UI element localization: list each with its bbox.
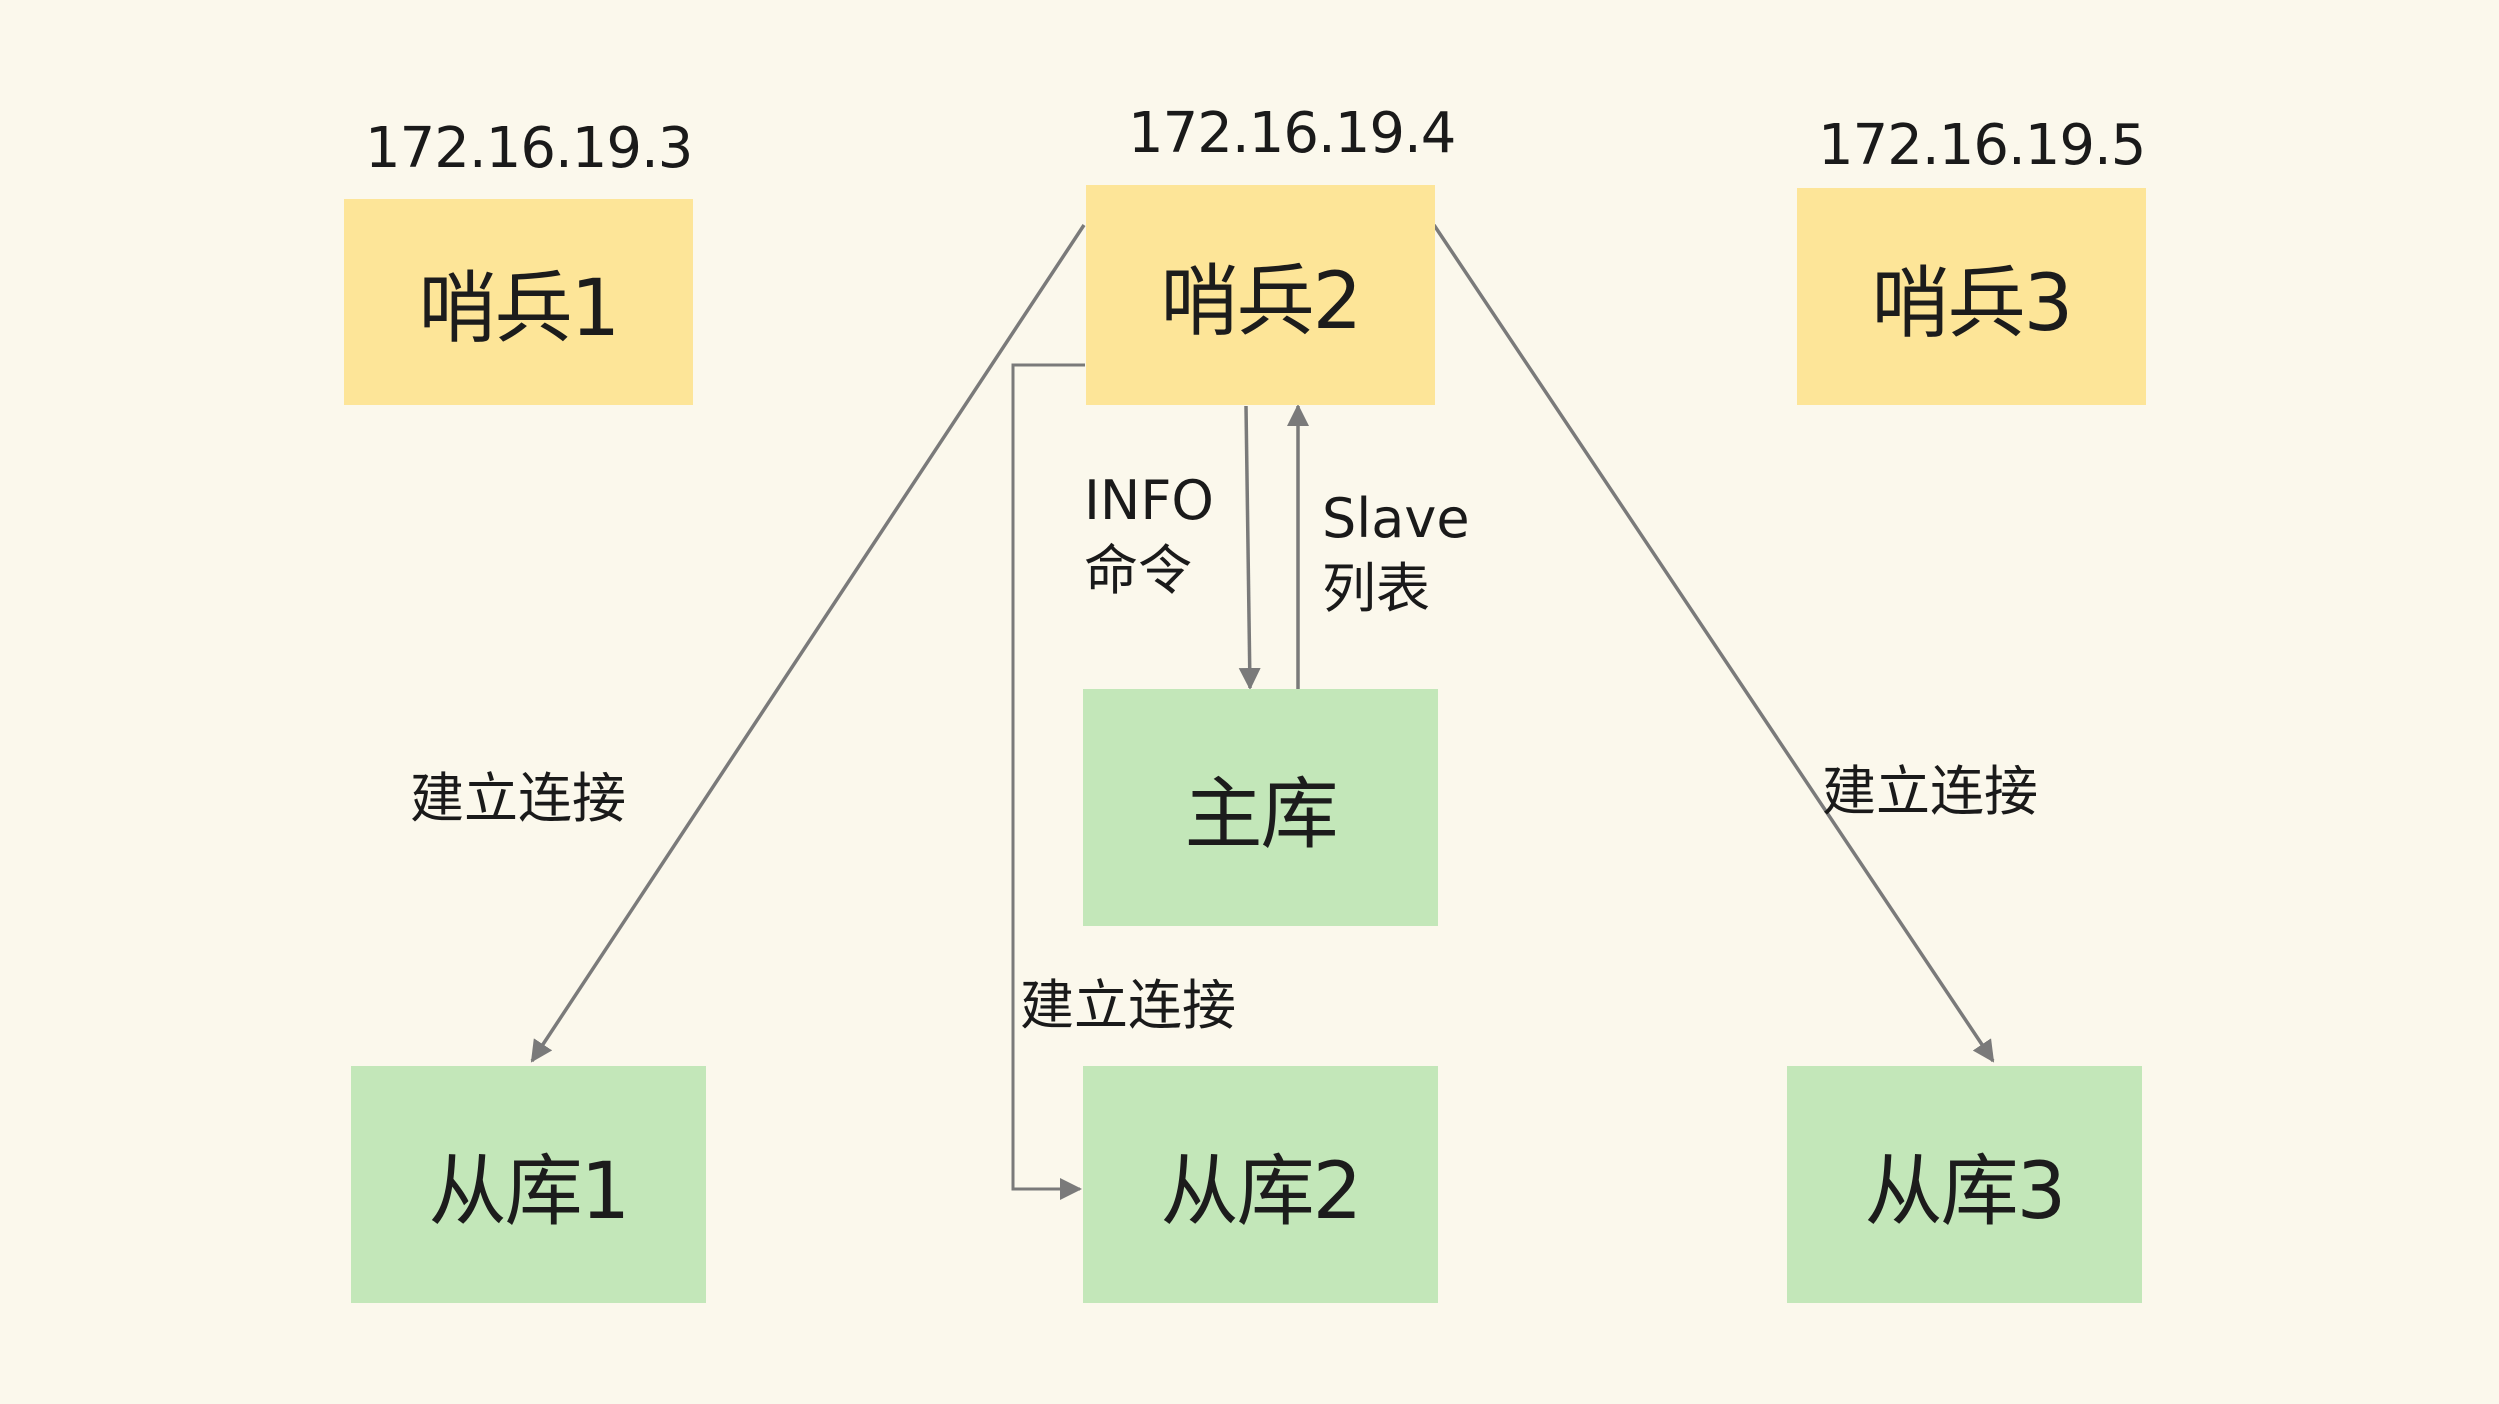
sentinel1-ip: 172.16.19.3 <box>365 116 693 181</box>
sentinel2-label: 哨兵2 <box>1160 257 1363 347</box>
sentinel1-node[interactable]: 哨兵1 <box>344 199 693 405</box>
edge-sentinel2-replica2 <box>1011 363 1085 1200</box>
info-command-line1: INFO <box>1084 469 1214 532</box>
slave-list-line1: Slave <box>1322 487 1470 550</box>
edge-info-command <box>1238 405 1261 690</box>
edge-sentinel2-replica3 <box>1432 224 1995 1063</box>
edge-sentinel2-replica1 <box>530 224 1086 1063</box>
master-node[interactable]: 主库 <box>1083 689 1438 926</box>
slave-list-label: Slave 列表 <box>1322 484 1470 624</box>
info-command-line2: 命令 <box>1084 539 1192 602</box>
sentinel3-node[interactable]: 哨兵3 <box>1797 188 2146 405</box>
sentinel2-ip: 172.16.19.4 <box>1128 101 1456 166</box>
connect-right-label: 建立连接 <box>1822 760 2038 823</box>
replica3-node[interactable]: 从库3 <box>1787 1066 2142 1303</box>
info-command-label: INFO 命令 <box>1084 466 1214 606</box>
replica2-label: 从库2 <box>1160 1146 1363 1237</box>
sentinel1-label: 哨兵1 <box>418 264 621 354</box>
replica1-node[interactable]: 从库1 <box>351 1066 706 1303</box>
connect-left-label: 建立连接 <box>410 767 626 830</box>
replica2-node[interactable]: 从库2 <box>1083 1066 1438 1303</box>
sentinel3-label: 哨兵3 <box>1871 258 2074 349</box>
master-label: 主库 <box>1184 769 1338 860</box>
replica1-label: 从库1 <box>428 1146 631 1237</box>
slave-list-line2: 列表 <box>1322 557 1430 620</box>
sentinel2-node[interactable]: 哨兵2 <box>1086 185 1435 405</box>
connect-middle-label: 建立连接 <box>1020 974 1236 1037</box>
sentinel3-ip: 172.16.19.5 <box>1818 113 2146 178</box>
replica3-label: 从库3 <box>1864 1146 2067 1237</box>
